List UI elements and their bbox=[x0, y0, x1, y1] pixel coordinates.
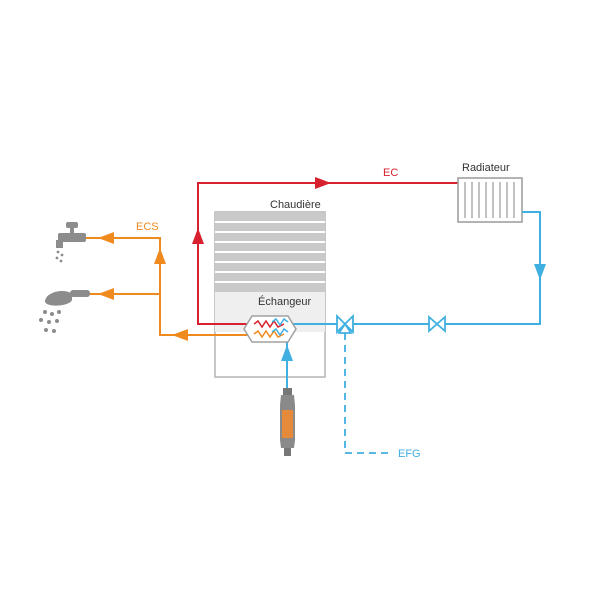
filter-cartridge-icon bbox=[280, 388, 295, 456]
faucet-icon bbox=[55, 222, 86, 263]
valve-icon bbox=[428, 315, 446, 333]
ec-label: EC bbox=[383, 167, 398, 179]
valve-icon bbox=[336, 313, 354, 335]
flow-arrow-left-orange bbox=[98, 232, 114, 244]
ecs-label: ECS bbox=[136, 221, 159, 233]
radiator-icon bbox=[457, 177, 523, 223]
flow-arrow-left-orange bbox=[172, 329, 188, 341]
flow-arrow-up-red bbox=[192, 228, 204, 244]
efg-label: EFG bbox=[398, 448, 421, 460]
boiler-label: Chaudière bbox=[270, 199, 321, 211]
return-circuit bbox=[292, 211, 541, 325]
heat-exchanger-icon bbox=[243, 315, 297, 343]
flow-arrow-down-blue bbox=[534, 264, 546, 280]
radiator-label: Radiateur bbox=[462, 162, 510, 174]
flow-arrow-right-red bbox=[315, 177, 331, 189]
shower-head-icon bbox=[39, 290, 90, 333]
cold-water-supply-dashed bbox=[344, 333, 392, 454]
exchanger-label: Échangeur bbox=[258, 295, 312, 308]
boiler-cabinet bbox=[214, 211, 326, 378]
flow-arrow-up-blue bbox=[281, 345, 293, 361]
flow-arrow-up-orange bbox=[154, 248, 166, 264]
flow-arrow-left-orange bbox=[98, 288, 114, 300]
